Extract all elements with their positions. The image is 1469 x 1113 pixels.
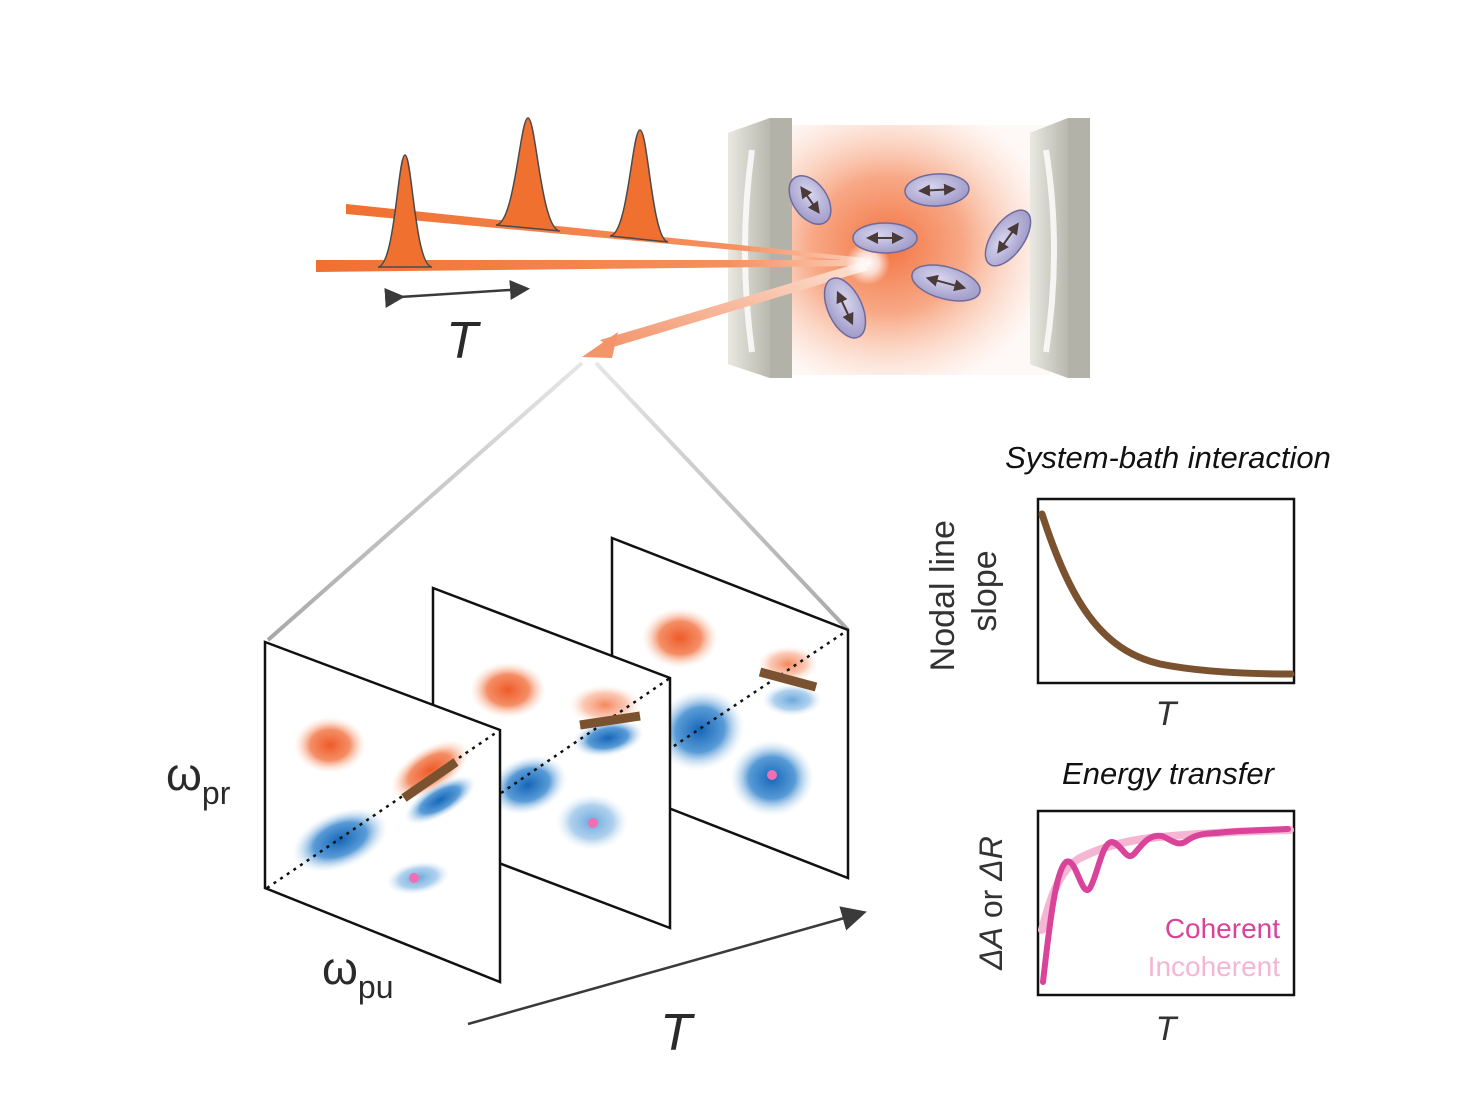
ylabel-or: or [973, 881, 1009, 927]
signal-beam [600, 262, 868, 348]
probe-symbol: ω [166, 748, 202, 800]
delay-label: T [446, 312, 481, 370]
molecule [823, 277, 867, 339]
molecule [984, 209, 1032, 267]
projection-lines [266, 361, 850, 642]
delay-arrow [384, 279, 530, 308]
ylabel-delta-r: ΔR [973, 836, 1009, 882]
energy-transfer-panel: Energy transfer Coherent Incoherent ΔA o… [973, 756, 1296, 1048]
molecule [788, 175, 832, 225]
legend-coherent: Coherent [1165, 913, 1280, 944]
nodal-line-2 [579, 711, 641, 730]
coherent-transfer-curve [1040, 826, 1291, 985]
molecule [904, 173, 970, 207]
waiting-time-axis-label: T [660, 1004, 695, 1062]
system-bath-panel: System-bath interaction Nodal line slope… [924, 440, 1331, 733]
pulse-2 [495, 117, 561, 232]
pump-frequency-label: ωpu [322, 942, 394, 1005]
molecules [788, 173, 1032, 339]
pulse-3 [609, 129, 669, 243]
ylabel-delta-a: ΔA [973, 927, 1009, 971]
right-mirror [1030, 118, 1090, 378]
pulse-1 [377, 154, 433, 268]
system-bath-plot-frame [1036, 497, 1296, 685]
molecule [852, 222, 918, 254]
energy-transfer-ylabel: ΔA or ΔR [973, 836, 1009, 971]
system-bath-ylabel-line2: slope [966, 550, 1004, 631]
probe-frequency-label: ωpr [166, 748, 231, 811]
legend-incoherent: Incoherent [1148, 951, 1281, 982]
energy-transfer-plot-frame [1036, 809, 1296, 997]
signal-arrowhead [582, 332, 618, 358]
spectra-stack: T ωpr ωpu [166, 536, 867, 1062]
energy-transfer-xlabel: T [1156, 1010, 1179, 1048]
pump-symbol: ω [322, 942, 358, 994]
cross-peak-marker-2 [588, 818, 598, 828]
beam-lower [316, 260, 865, 272]
probe-subscript: pr [202, 775, 231, 811]
pump-subscript: pu [358, 969, 394, 1005]
nodal-slope-decay-curve [1038, 510, 1295, 678]
system-bath-ylabel: Nodal line slope [924, 511, 1004, 672]
system-bath-ylabel-line1: Nodal line [924, 520, 962, 671]
system-bath-title: System-bath interaction [1005, 440, 1331, 475]
spectrum-frame-1 [263, 640, 502, 984]
nodal-line-3 [758, 667, 818, 692]
energy-transfer-title: Energy transfer [1062, 756, 1276, 791]
system-bath-xlabel: T [1156, 695, 1179, 733]
cavity-scene: T [316, 117, 1090, 378]
beam-upper [346, 204, 865, 262]
cross-peak-marker-3 [767, 770, 777, 780]
waiting-time-axis-arrow [467, 906, 867, 1026]
cross-peak-marker-1 [409, 873, 419, 883]
nodal-line-1 [401, 758, 459, 802]
molecule [911, 264, 981, 302]
